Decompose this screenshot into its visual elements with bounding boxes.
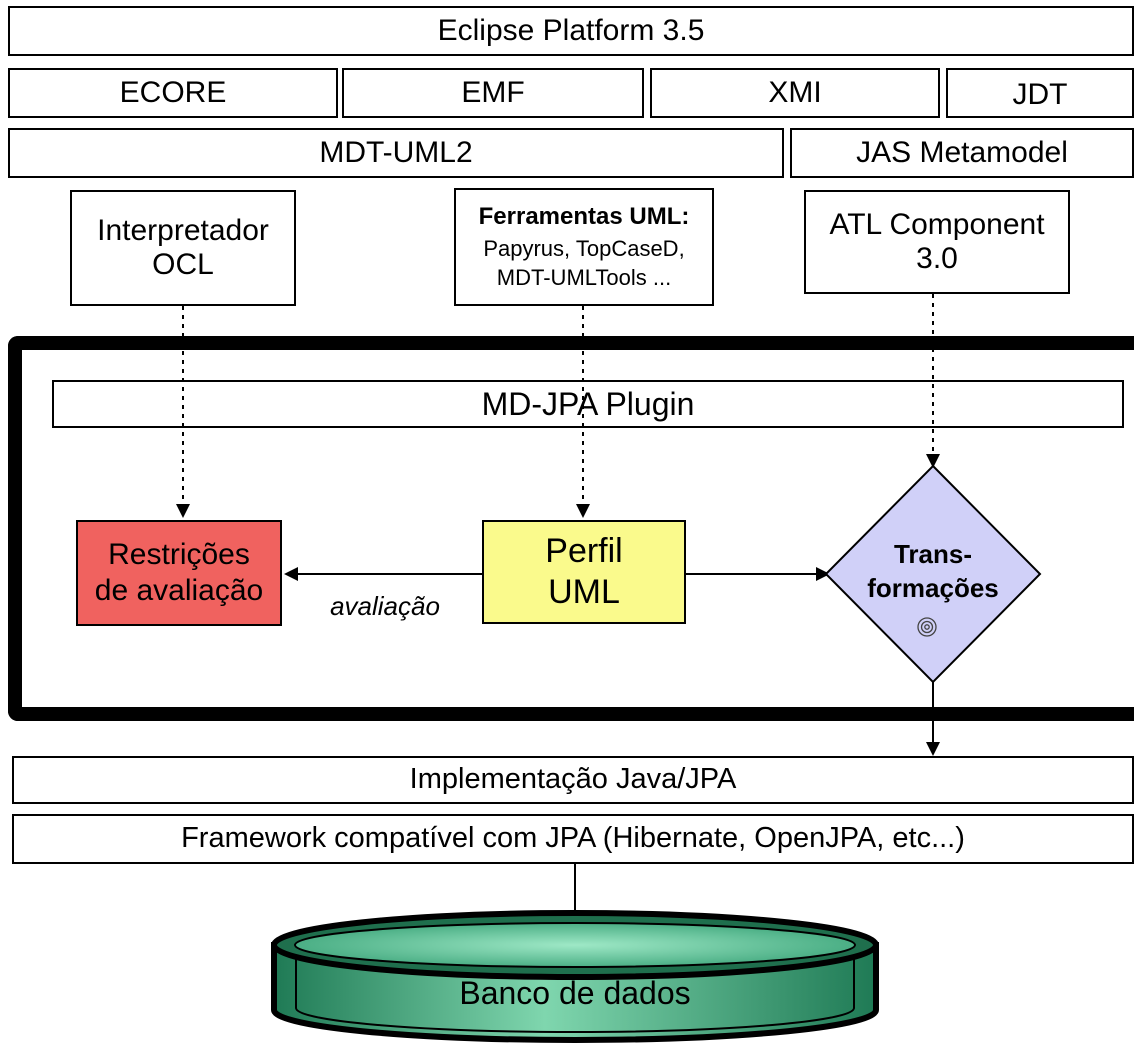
perfil-uml-line2: UML <box>548 573 620 611</box>
database-label-text: Banco de dados <box>459 974 691 1011</box>
jas-metamodel-label: JAS Metamodel <box>856 135 1068 169</box>
ecore-layer: ECORE <box>8 68 338 118</box>
atl-component-box: ATL Component 3.0 <box>804 190 1070 294</box>
avaliacao-edge-text: avaliação <box>330 590 440 621</box>
restricoes-box: Restrições de avaliação <box>76 520 282 626</box>
xmi-layer: XMI <box>650 68 940 118</box>
transformacoes-label: Trans- formações <box>846 530 1020 614</box>
md-jpa-plugin-title: MD-JPA Plugin <box>481 385 695 422</box>
avaliacao-edge-label: avaliação <box>310 586 460 626</box>
mdt-uml2-label: MDT-UML2 <box>319 135 473 169</box>
ecore-label: ECORE <box>119 75 227 109</box>
atl-component-line2: 3.0 <box>916 242 958 275</box>
xmi-label: XMI <box>768 75 822 109</box>
jdt-layer: JDT <box>946 68 1134 118</box>
mdt-uml2-layer: MDT-UML2 <box>8 128 784 178</box>
ocl-interpreter-line2: OCL <box>152 248 214 281</box>
framework-layer: Framework compatível com JPA (Hibernate,… <box>12 814 1134 864</box>
eclipse-platform-layer: Eclipse Platform 3.5 <box>8 6 1134 56</box>
emf-layer: EMF <box>342 68 644 118</box>
ocl-interpreter-line1: Interpretador <box>97 213 269 247</box>
ocl-interpreter-box: Interpretador OCL <box>70 190 296 306</box>
perfil-uml-line1: Perfil <box>545 532 623 571</box>
eclipse-platform-label: Eclipse Platform 3.5 <box>437 13 705 47</box>
transformacoes-diamond <box>824 464 1042 684</box>
database-label: Banco de dados <box>380 968 770 1018</box>
framework-label: Framework compatível com JPA (Hibernate,… <box>181 822 965 855</box>
implementacao-label: Implementação Java/JPA <box>409 763 737 796</box>
restricoes-line1: Restrições <box>108 538 250 571</box>
uml-tools-title: Ferramentas UML: <box>478 203 690 231</box>
uml-tools-box: Ferramentas UML: Papyrus, TopCaseD, MDT-… <box>454 188 714 306</box>
jdt-label: JDT <box>1012 77 1068 111</box>
atl-component-line1: ATL Component <box>829 207 1045 241</box>
md-jpa-plugin-title-box: MD-JPA Plugin <box>52 380 1124 428</box>
database-cylinder <box>271 910 879 1043</box>
implementacao-layer: Implementação Java/JPA <box>12 756 1134 804</box>
perfil-uml-box: Perfil UML <box>482 520 686 624</box>
uml-tools-line1: Papyrus, TopCaseD, <box>483 235 685 261</box>
transformacoes-line2: formações <box>867 573 999 603</box>
transformacoes-line1: Trans- <box>893 539 973 570</box>
uml-tools-line2: MDT-UMLTools ... <box>496 265 672 291</box>
restricoes-line2: de avaliação <box>94 574 264 607</box>
spiral-icon <box>917 617 937 637</box>
jas-metamodel-layer: JAS Metamodel <box>790 128 1134 178</box>
emf-label: EMF <box>461 75 525 109</box>
